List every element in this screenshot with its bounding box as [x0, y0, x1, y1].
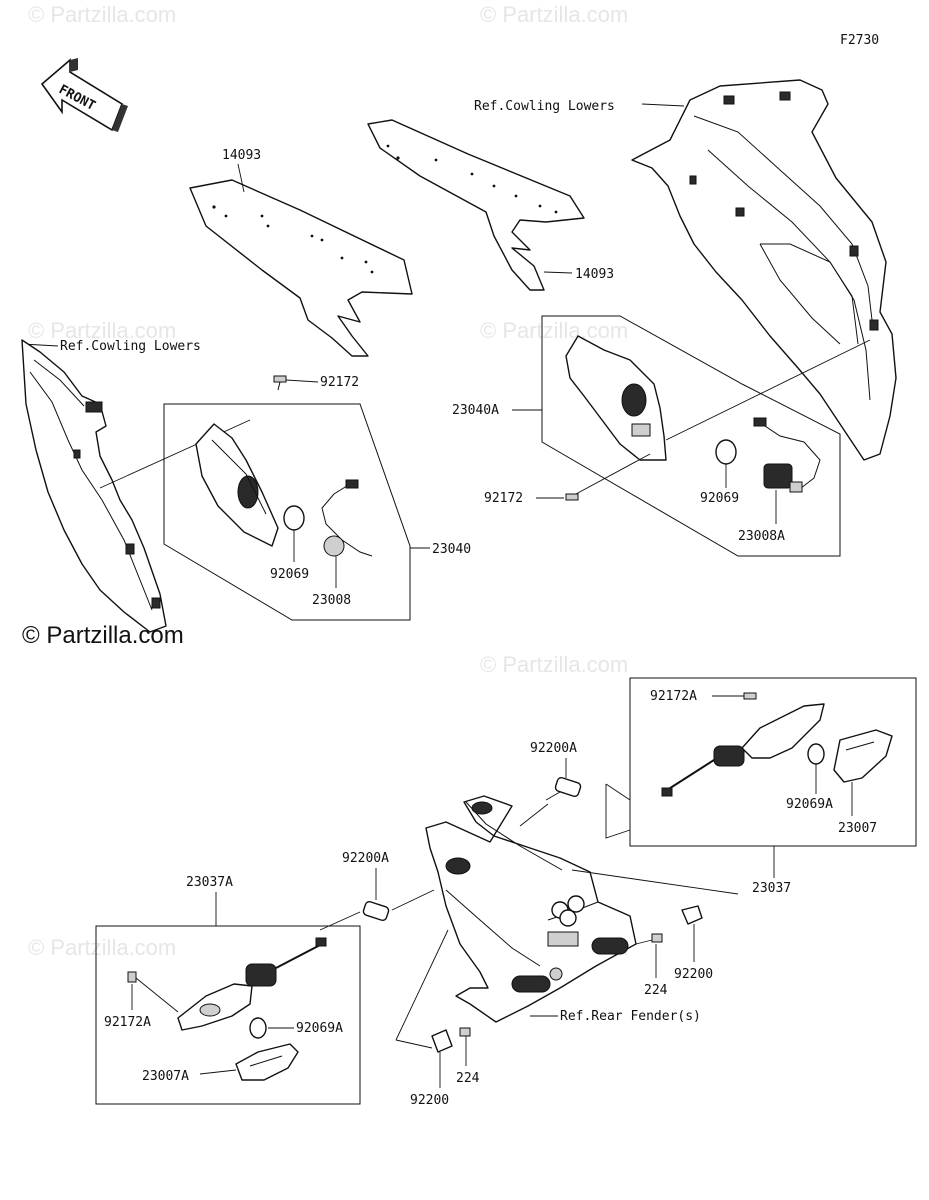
bulb-92069A-left — [249, 1017, 267, 1039]
label-23040: 23040 — [432, 542, 471, 557]
grommet-92200A-right — [554, 776, 582, 798]
ref-cowling-lowers-right: Ref.Cowling Lowers — [474, 99, 615, 114]
label-92172-b: 92172 — [484, 491, 523, 506]
label-92069A-left: 92069A — [296, 1021, 343, 1036]
screw-92172-a — [273, 375, 287, 391]
figure-code: F2730 — [840, 33, 879, 48]
bulb-92069-b — [715, 439, 737, 465]
label-92172A-left: 92172A — [104, 1015, 151, 1030]
screw-224-right — [651, 933, 663, 943]
ref-rear-fender: Ref.Rear Fender(s) — [560, 1009, 701, 1024]
plate-light-icon — [551, 895, 585, 927]
label-92069-b: 92069 — [700, 491, 739, 506]
screw-92172A-left — [127, 971, 137, 983]
label-23037A: 23037A — [186, 875, 233, 890]
label-23008: 23008 — [312, 593, 351, 608]
watermark: © Partzilla.com — [480, 2, 628, 27]
turn-signal-23037 — [661, 703, 825, 797]
label-92069-a: 92069 — [270, 567, 309, 582]
kit-outline-23037 — [629, 677, 917, 847]
cowling-lower-left — [21, 339, 167, 633]
turn-signal-23037A — [177, 937, 327, 1031]
label-92172A-right: 92172A — [650, 689, 697, 704]
label-14093-right: 14093 — [575, 267, 614, 282]
kit-outline-23040A — [541, 315, 841, 557]
ref-cowling-lowers-left: Ref.Cowling Lowers — [60, 339, 201, 354]
clip-92200-bottom — [431, 1029, 453, 1053]
label-92200-right: 92200 — [674, 967, 713, 982]
part-housing-23040 — [195, 423, 279, 547]
label-23008A: 23008A — [738, 529, 785, 544]
socket-23008 — [321, 479, 373, 557]
screw-92172A-right — [743, 692, 757, 700]
label-224-right: 224 — [644, 983, 668, 998]
label-224-bottom: 224 — [456, 1071, 480, 1086]
lens-23007 — [833, 729, 893, 783]
label-23007A: 23007A — [142, 1069, 189, 1084]
label-92200A-right: 92200A — [530, 741, 577, 756]
label-23040A: 23040A — [452, 403, 499, 418]
label-92200-bottom: 92200 — [410, 1093, 449, 1108]
cowling-lower-right — [631, 79, 897, 461]
label-23007: 23007 — [838, 821, 877, 836]
label-92172-a: 92172 — [320, 375, 359, 390]
clip-92200-right — [681, 905, 703, 925]
kit-outline-23040 — [163, 403, 411, 621]
rear-fender-assembly — [425, 795, 637, 1023]
front-arrow-icon: FRONT — [40, 58, 128, 132]
screw-224-bottom — [459, 1027, 471, 1037]
screw-92172-b — [565, 493, 579, 501]
part-housing-23040A — [565, 335, 667, 461]
label-14093-left: 14093 — [222, 148, 261, 163]
watermark: © Partzilla.com — [480, 318, 628, 343]
watermark: © Partzilla.com — [28, 935, 176, 960]
kit-outline-23037A — [95, 925, 361, 1105]
bulb-92069-a — [283, 505, 305, 531]
watermark: © Partzilla.com — [28, 2, 176, 27]
label-23037: 23037 — [752, 881, 791, 896]
label-92200A-left: 92200A — [342, 851, 389, 866]
watermark: © Partzilla.com — [28, 318, 176, 343]
watermark: © Partzilla.com — [480, 652, 628, 677]
label-92069A-right: 92069A — [786, 797, 833, 812]
watermarks: © Partzilla.com © Partzilla.com © Partzi… — [28, 2, 628, 960]
bulb-92069A-right — [807, 743, 825, 765]
grommet-92200A-left — [362, 900, 390, 922]
socket-23008A — [753, 417, 821, 493]
part-14093-right-sheet — [367, 119, 585, 291]
lens-23007A — [235, 1043, 299, 1081]
part-14093-left-sheet — [189, 179, 413, 357]
